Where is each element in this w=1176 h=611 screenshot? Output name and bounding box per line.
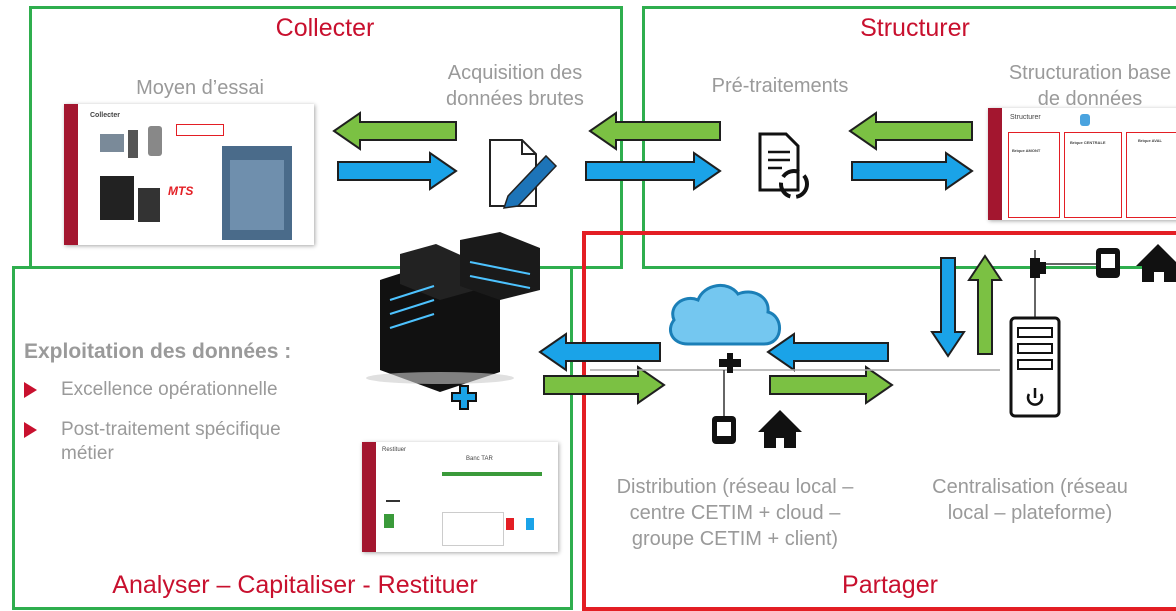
share-title: Partager bbox=[842, 571, 938, 599]
distribution-line-2: centre CETIM + cloud – bbox=[629, 502, 841, 524]
arrow-left-green bbox=[848, 111, 973, 151]
arrow-right-blue bbox=[585, 151, 722, 191]
bullet-text: Excellence opérationnelle bbox=[61, 379, 278, 400]
restituer-slide-header: Banc TAR bbox=[466, 456, 493, 462]
restituer-slide-thumbnail: Restituer Banc TAR bbox=[362, 442, 558, 552]
collect-title: Collecter bbox=[275, 14, 375, 42]
distribution-line-1: Distribution (réseau local – bbox=[616, 476, 854, 498]
arrow-left-blue bbox=[766, 332, 889, 372]
triangle-bullet-icon bbox=[24, 422, 37, 438]
arrow-down-blue bbox=[930, 257, 966, 358]
arrow-right-green bbox=[543, 365, 666, 405]
cloud-icon bbox=[669, 284, 781, 346]
document-pen-icon bbox=[489, 139, 558, 209]
db-structuring-label: Structuration base de données bbox=[990, 60, 1176, 112]
triangle-bullet-icon bbox=[24, 382, 37, 398]
collect-slide-title: Collecter bbox=[90, 112, 120, 119]
plus-connector-icon bbox=[451, 385, 477, 410]
centralisation-line-1: Centralisation (réseau bbox=[932, 476, 1128, 498]
centralisation-line-2: local – plateforme) bbox=[947, 502, 1113, 524]
centralisation-label: Centralisation (réseau local – plateform… bbox=[910, 474, 1150, 526]
analyse-title: Analyser – Capitaliser - Restituer bbox=[112, 571, 478, 599]
arrow-left-green bbox=[588, 111, 721, 151]
server-icon bbox=[1009, 316, 1061, 418]
home-icon bbox=[1136, 244, 1176, 282]
db-structuring-line-2: de données bbox=[1037, 88, 1143, 110]
power-icon bbox=[1026, 388, 1044, 406]
arrow-up-green bbox=[967, 254, 1003, 355]
mts-logo: MTS bbox=[168, 184, 194, 198]
restituer-slide-title: Restituer bbox=[382, 447, 407, 453]
arrow-right-green bbox=[769, 365, 894, 405]
distribution-label: Distribution (réseau local – centre CETI… bbox=[590, 474, 880, 552]
cross-connector-icon bbox=[719, 353, 741, 373]
distribution-line-3: groupe CETIM + client) bbox=[631, 528, 839, 550]
db-structuring-line-1: Structuration base bbox=[1008, 62, 1172, 84]
network-port-icon bbox=[712, 416, 736, 444]
preprocessing-label: Pré-traitements bbox=[711, 75, 849, 97]
structure-title: Structurer bbox=[860, 14, 970, 42]
test-means-label: Moyen d’essai bbox=[136, 77, 264, 99]
arrow-left-green bbox=[332, 111, 457, 151]
home-icon bbox=[758, 410, 802, 448]
bullet-text: Post-traitement spécifique métier bbox=[61, 419, 281, 464]
structure-slide-title: Structurer bbox=[1010, 114, 1041, 121]
exploitation-heading: Exploitation des données : bbox=[24, 340, 292, 363]
plug-connector-icon bbox=[1030, 258, 1046, 278]
structure-col-3: Brique AVAL bbox=[1138, 138, 1162, 143]
arrow-right-blue bbox=[337, 151, 458, 191]
structure-col-1: Brique AMONT bbox=[1012, 148, 1041, 153]
arrow-left-blue bbox=[538, 332, 661, 372]
arrow-right-blue bbox=[851, 151, 974, 191]
acquisition-label: Acquisition des données brutes bbox=[425, 60, 605, 112]
server-tower-icon bbox=[366, 232, 540, 392]
database-icon bbox=[1080, 114, 1090, 126]
acquisition-line-1: Acquisition des bbox=[447, 62, 583, 84]
document-refresh-icon bbox=[758, 132, 809, 199]
acquisition-line-2: données brutes bbox=[446, 88, 584, 110]
structure-slide-thumbnail: Structurer Brique AMONT Brique CENTRALE … bbox=[988, 108, 1176, 220]
collect-slide-thumbnail: Collecter MTS bbox=[64, 104, 314, 245]
network-port-icon bbox=[1096, 248, 1120, 278]
structure-col-2: Brique CENTRALE bbox=[1070, 140, 1106, 145]
